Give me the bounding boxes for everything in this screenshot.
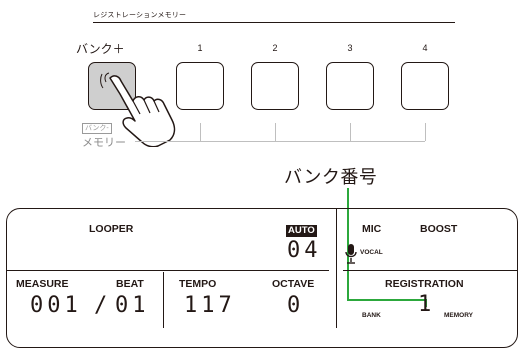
bank-value: 1 (418, 292, 436, 317)
tempo-label: TEMPO (179, 278, 217, 290)
beat-label: BEAT (116, 278, 144, 290)
boost-label: BOOST (420, 223, 458, 235)
display-vertical-divider (336, 208, 337, 328)
measure-label: MEASURE (16, 278, 69, 290)
pad-4-tick (425, 123, 426, 141)
pad-2-tick (275, 123, 276, 141)
memory-4-button[interactable] (401, 62, 449, 110)
microphone-icon (345, 244, 357, 264)
bank-number-callout: バンク番号 (284, 167, 378, 187)
looper-label: LOOPER (89, 223, 134, 235)
vocal-label: VOCAL (360, 249, 383, 256)
display-divider-left (7, 270, 329, 271)
memory-2-button[interactable] (251, 62, 299, 110)
section-title: レジストレーションメモリー (93, 12, 187, 19)
pad-2-number: 2 (272, 43, 278, 53)
memory-connector-line (135, 141, 425, 142)
pad-3-tick (350, 123, 351, 141)
beat-value: 01 (115, 293, 150, 318)
mic-label: MIC (362, 223, 382, 235)
display-divider-right (343, 270, 517, 271)
beat-separator: / (94, 293, 112, 318)
measure-value: 001 (30, 293, 82, 318)
memory-3-button[interactable] (326, 62, 374, 110)
tempo-divider (163, 272, 164, 328)
octave-label: OCTAVE (272, 278, 315, 290)
bank-minus-label: バンク- (82, 123, 112, 134)
auto-value: 04 (287, 238, 322, 263)
leader-line-horizontal (347, 299, 427, 301)
registration-label: REGISTRATION (385, 278, 464, 290)
memory-display-label: MEMORY (444, 312, 474, 319)
section-divider (93, 22, 455, 23)
bank-plus-label: バンク＋ (76, 42, 125, 56)
leader-line-vertical (347, 188, 349, 301)
pad-1-number: 1 (197, 43, 203, 53)
octave-value: 0 (287, 293, 305, 318)
hand-pointer-icon (100, 72, 176, 147)
pad-3-number: 3 (347, 43, 353, 53)
memory-label: メモリー (82, 137, 126, 149)
pad-4-number: 4 (422, 43, 428, 53)
leader-line-end (425, 299, 427, 307)
bank-plus-button[interactable] (88, 62, 136, 110)
pad-1-tick (200, 123, 201, 141)
memory-1-button[interactable] (176, 62, 224, 110)
tempo-value: 117 (184, 293, 236, 318)
auto-badge: AUTO (286, 225, 317, 237)
bank-label: BANK (362, 312, 381, 319)
